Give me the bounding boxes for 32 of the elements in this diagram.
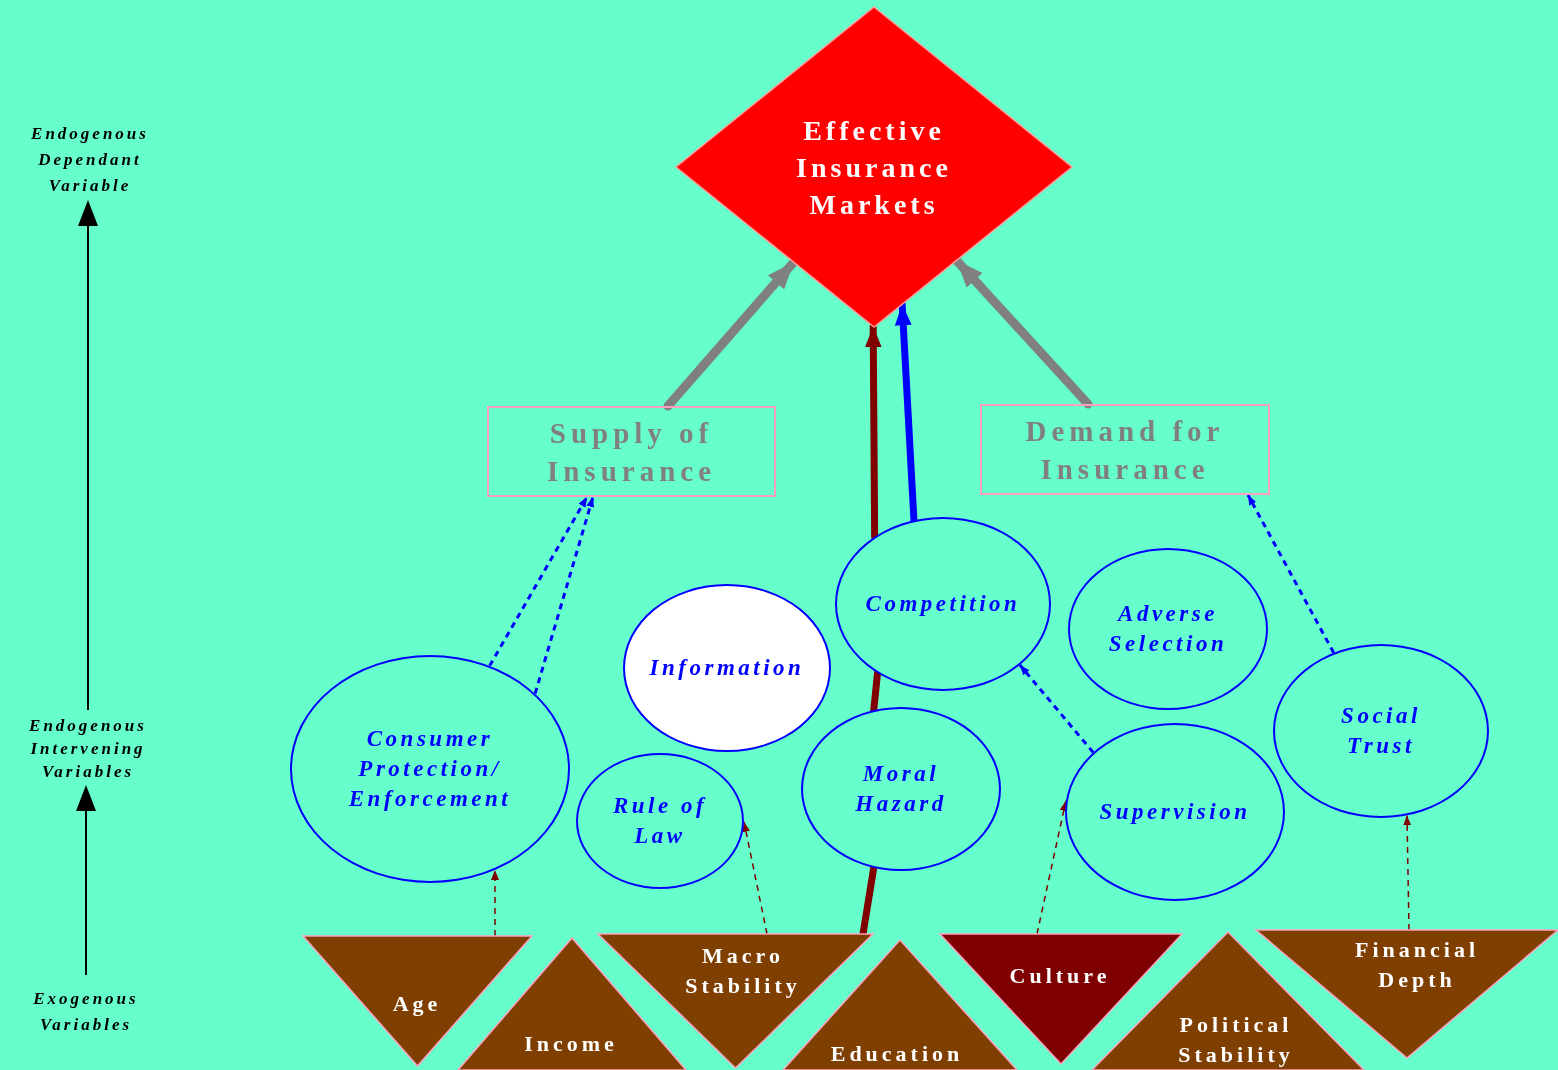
text-box [980, 404, 1270, 495]
arrow [1018, 664, 1095, 754]
node-label: Political Stability [1177, 1011, 1295, 1069]
arrow [1036, 800, 1068, 935]
node-label: Information [649, 654, 805, 682]
arrow [864, 322, 882, 541]
arrow [488, 496, 589, 667]
node-label: Income [524, 1030, 618, 1058]
axis-label: Exogenous Variables [32, 988, 140, 1036]
node-label: Rule of Law [611, 792, 709, 850]
node-label: Effective Insurance Markets [795, 113, 953, 222]
arrow [491, 869, 499, 937]
node-label: Supervision [1099, 798, 1251, 826]
node-label: Macro Stability [684, 942, 802, 1000]
axis-label: Endogenous Dependant Variable [30, 123, 150, 197]
node-label: Competition [865, 590, 1021, 618]
node-label: Supply of Insurance [545, 415, 718, 489]
node-label: Financial Depth [1354, 936, 1480, 994]
text-box [487, 406, 776, 497]
node-label: Education [830, 1040, 964, 1068]
node-label: Demand for Insurance [1024, 413, 1226, 487]
arrow [1403, 814, 1412, 931]
node-label: Adverse Selection [1107, 600, 1229, 658]
node-label: Moral Hazard [854, 760, 948, 818]
node-label: Age [392, 990, 442, 1018]
node-label: Consumer Protection/ Enforcement [347, 725, 513, 813]
axis-label: Endogenous Intervening Variables [28, 715, 148, 783]
node-label: Social Trust [1340, 702, 1422, 760]
arrow [533, 496, 595, 695]
arrow [1246, 494, 1335, 654]
arrow [742, 821, 768, 935]
node-label: Culture [1009, 962, 1111, 990]
